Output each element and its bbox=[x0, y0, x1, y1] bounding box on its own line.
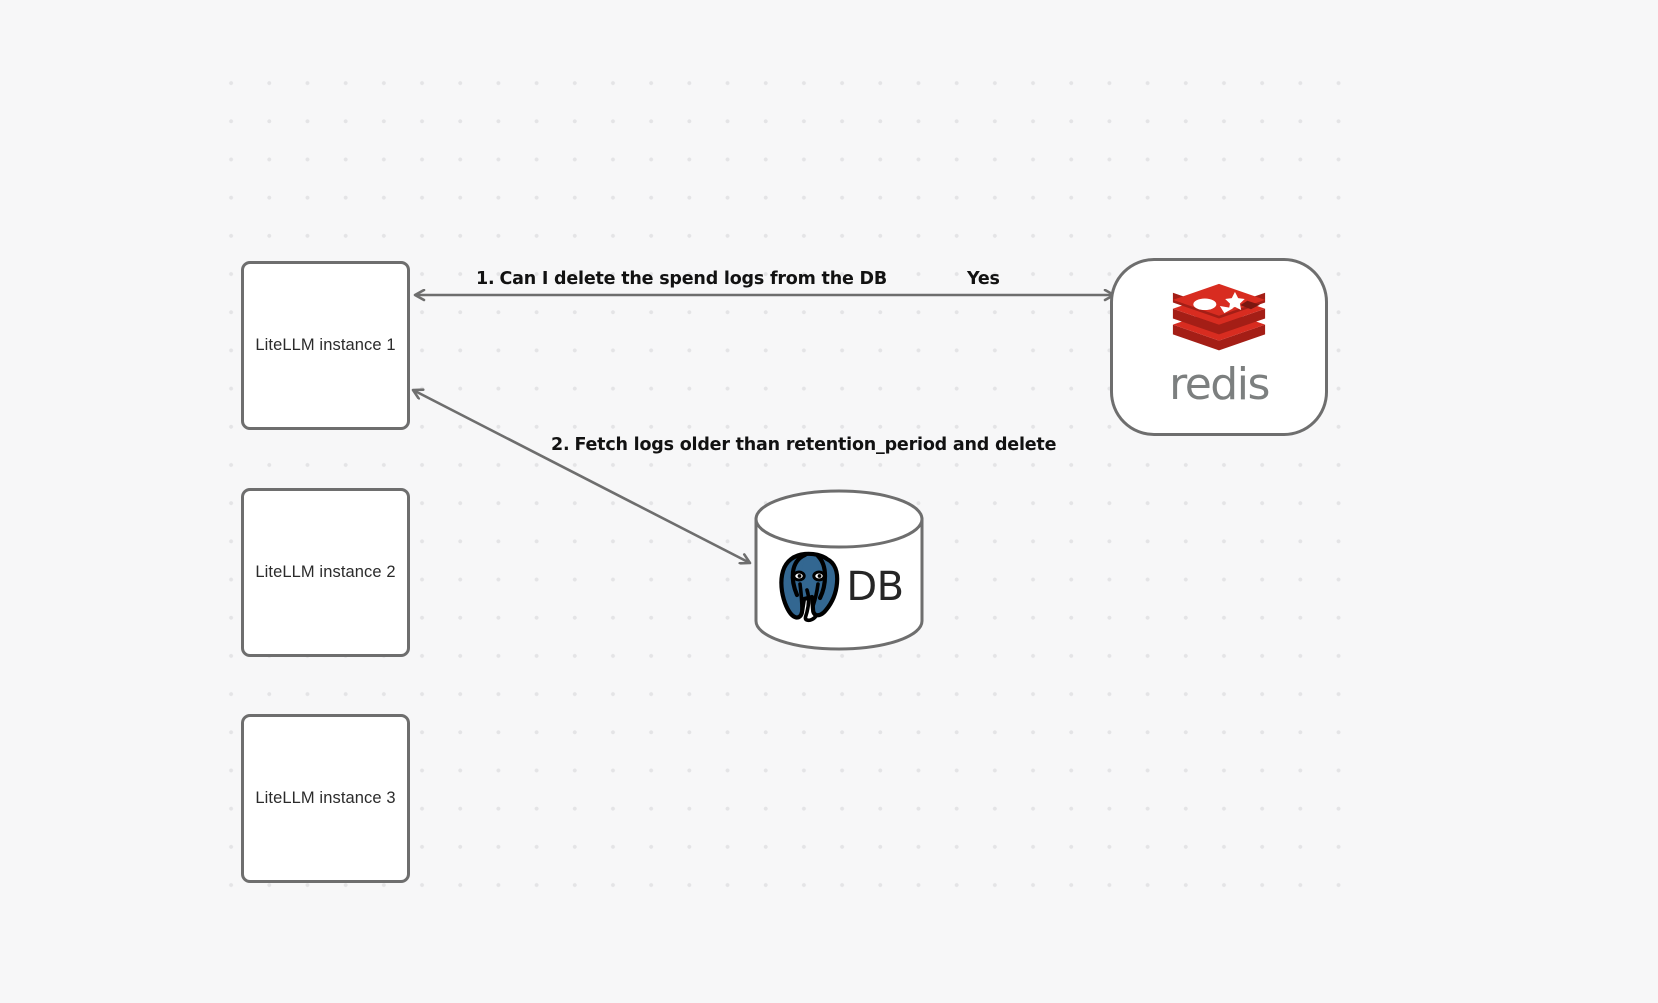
node-litellm-instance-1-label: LiteLLM instance 1 bbox=[255, 336, 396, 354]
edge-label-step-1-reply: Yes bbox=[967, 269, 1000, 289]
edge-db-litellm1 bbox=[413, 390, 750, 563]
edge-label-step-1-text: Can I delete the spend logs from the DB bbox=[499, 269, 888, 289]
node-litellm-instance-3-label: LiteLLM instance 3 bbox=[255, 789, 396, 807]
node-db[interactable]: DB bbox=[753, 488, 925, 652]
db-label: DB bbox=[846, 564, 904, 610]
edge-label-step-2: 2.Fetch logs older than retention_period… bbox=[551, 435, 1056, 455]
node-redis[interactable]: redis bbox=[1110, 258, 1328, 436]
edge-label-step-1: 1.Can I delete the spend logs from the D… bbox=[476, 269, 887, 289]
redis-wordmark-label: redis bbox=[1169, 359, 1270, 410]
db-logo-group: DB bbox=[753, 488, 925, 652]
postgresql-elephant-icon bbox=[779, 551, 840, 623]
node-litellm-instance-2-label: LiteLLM instance 2 bbox=[255, 563, 396, 581]
redis-logo-group: redis bbox=[1165, 283, 1273, 407]
edge-label-step-2-number: 2. bbox=[551, 435, 570, 455]
node-litellm-instance-1[interactable]: LiteLLM instance 1 bbox=[241, 261, 410, 430]
redis-logo-icon bbox=[1172, 283, 1266, 351]
node-litellm-instance-2[interactable]: LiteLLM instance 2 bbox=[241, 488, 410, 657]
edge-label-step-2-text: Fetch logs older than retention_period a… bbox=[574, 435, 1057, 455]
node-litellm-instance-3[interactable]: LiteLLM instance 3 bbox=[241, 714, 410, 883]
edge-label-step-1-number: 1. bbox=[476, 269, 495, 289]
